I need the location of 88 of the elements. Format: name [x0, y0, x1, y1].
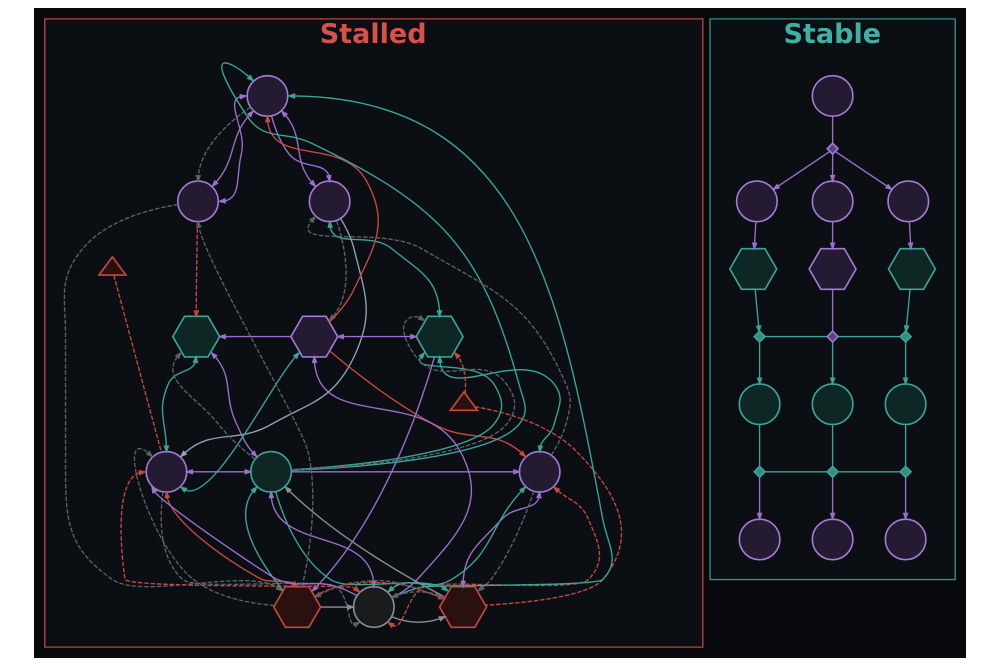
arrow — [179, 351, 300, 493]
connector — [832, 116, 834, 143]
connector — [758, 424, 760, 466]
node-diamond — [899, 465, 912, 478]
arrow — [196, 106, 251, 184]
arrow — [162, 354, 198, 454]
connector — [904, 424, 906, 466]
node-hexagon — [728, 248, 778, 290]
node-circle — [812, 518, 854, 560]
arrow — [280, 110, 317, 188]
connector — [474, 406, 622, 606]
node-circle — [736, 180, 778, 222]
arrow — [392, 616, 447, 623]
arrow — [386, 486, 600, 628]
arrow — [476, 491, 534, 592]
node-diamond — [899, 330, 912, 344]
node-hexagon — [808, 248, 857, 290]
arrow — [902, 477, 908, 521]
node-circle — [884, 383, 927, 426]
node-diamond — [753, 465, 766, 478]
arrow — [830, 154, 836, 183]
arrow — [292, 468, 522, 475]
node-circle — [884, 518, 927, 560]
arrow — [291, 351, 502, 470]
arrow — [172, 351, 256, 460]
node-circle — [812, 383, 854, 426]
node-diamond — [753, 330, 766, 344]
connector — [765, 336, 828, 338]
arrow — [221, 62, 526, 471]
arrow — [134, 448, 274, 606]
arrow — [437, 354, 561, 454]
arrow — [460, 490, 542, 589]
arrow — [830, 342, 836, 386]
node-circle — [887, 180, 930, 222]
connector — [838, 471, 900, 472]
arrow — [386, 486, 527, 594]
arrow — [902, 342, 908, 386]
node-hexagon — [888, 248, 936, 290]
arrow — [287, 93, 613, 598]
node-hexagon — [290, 316, 339, 358]
arrow — [151, 485, 358, 596]
arrow — [336, 334, 418, 340]
arrow — [390, 591, 446, 598]
arrow — [830, 222, 836, 251]
cluster: Stable — [709, 18, 956, 580]
node-circle — [812, 74, 854, 118]
connector — [832, 289, 834, 332]
node-circle — [738, 383, 781, 426]
arrow — [179, 218, 367, 458]
node-triangle — [448, 390, 480, 412]
arrow — [327, 220, 442, 318]
arrow — [312, 354, 472, 598]
arrow — [245, 486, 284, 591]
arrow — [160, 492, 362, 628]
node-diamond — [826, 142, 840, 156]
arrow — [756, 477, 762, 521]
arrow — [311, 357, 436, 592]
arrow — [320, 604, 356, 610]
node-diamond — [826, 465, 840, 478]
node-hexagon — [172, 316, 221, 358]
connector — [113, 275, 162, 452]
arrow — [835, 150, 894, 190]
arrow — [754, 289, 762, 334]
arrow — [752, 222, 758, 251]
connector — [838, 336, 900, 338]
arrow — [184, 468, 253, 475]
cluster: Stalled — [44, 18, 704, 648]
arrow — [772, 150, 830, 190]
arrow — [454, 351, 466, 394]
arrow — [196, 220, 314, 587]
arrow — [210, 351, 258, 458]
arrow — [218, 94, 248, 204]
node-diamond — [826, 330, 840, 344]
arrow — [270, 116, 332, 184]
arrow — [329, 350, 527, 458]
arrow — [908, 222, 914, 251]
arrow — [211, 110, 254, 188]
connector — [765, 471, 828, 472]
node-triangle — [97, 255, 128, 276]
node-circle — [812, 180, 854, 222]
arrow — [904, 289, 911, 334]
arrow — [308, 215, 571, 456]
node-circle — [738, 518, 781, 560]
arrow — [756, 342, 762, 386]
arrow — [218, 334, 291, 340]
connector — [832, 424, 834, 466]
arrow — [284, 486, 446, 598]
arrow — [830, 477, 836, 521]
